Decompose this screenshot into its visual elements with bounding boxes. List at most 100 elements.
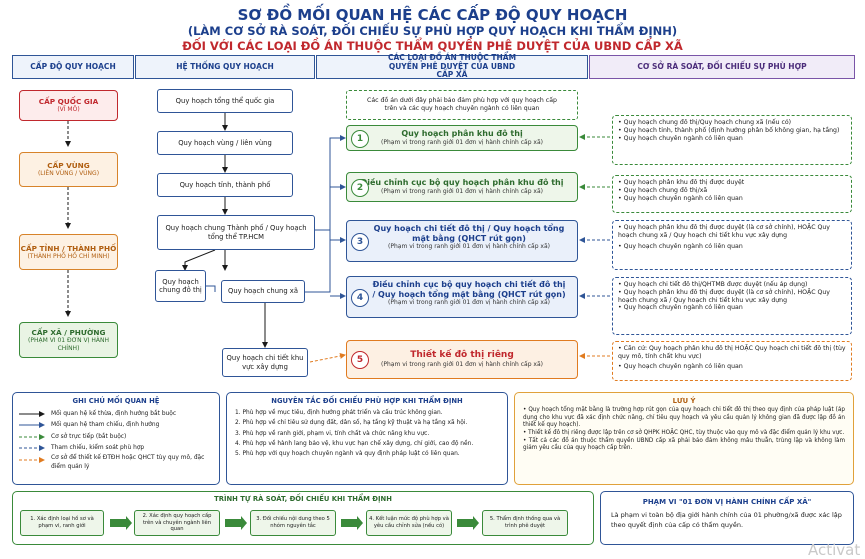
project-5: 5 Thiết kế đô thị riêng (Phạm vi trong r… xyxy=(346,340,578,379)
note-item: • Quy hoạch tổng mặt bằng là trường hợp … xyxy=(523,407,845,429)
project-2: 2 Điều chỉnh cục bộ quy hoạch phân khu đ… xyxy=(346,172,578,202)
level-national-sub: (VĨ MÔ) xyxy=(57,106,80,114)
system-urban-general: Quy hoạch chung đô thị xyxy=(155,270,206,302)
basis-2-item: • Quy hoạch chuyên ngành có liên quan xyxy=(618,194,743,202)
diagram-subtitle-red: ĐỐI VỚI CÁC LOẠI ĐỒ ÁN THUỘC THẨM QUYỀN … xyxy=(182,39,683,53)
project-3-scope: (Phạm vi trong ranh giới 01 đơn vị hành … xyxy=(388,243,550,251)
basis-1-item: • Quy hoạch chuyên ngành có liên quan xyxy=(618,134,743,142)
project-1-scope: (Phạm vi trong ranh giới 01 đơn vị hành … xyxy=(381,138,543,146)
project-4: 4 Điều chỉnh cục bộ quy hoạch chi tiết đ… xyxy=(346,276,578,318)
projects-note: Các đồ án dưới đây phải bảo đảm phù hợp … xyxy=(346,90,578,120)
principle-item: 2. Phù hợp về chỉ tiêu sử dụng đất, dân … xyxy=(235,420,468,427)
note-item: • Tất cả các đồ án thuộc thẩm quyền UBND… xyxy=(523,437,845,452)
header-system: HỆ THỐNG QUY HOẠCH xyxy=(135,55,315,79)
project-4-title: Điều chỉnh cục bộ quy hoạch chi tiết đô … xyxy=(372,280,566,299)
basis-4-item: • Quy hoạch chi tiết đô thị/QHTMB được d… xyxy=(618,281,808,288)
project-3: 3 Quy hoạch chi tiết đô thị / Quy hoạch … xyxy=(346,220,578,262)
process-title: TRÌNH TỰ RÀ SOÁT, ĐỐI CHIẾU KHI THẨM ĐỊN… xyxy=(214,495,392,503)
diagram-title: SƠ ĐỒ MỐI QUAN HỆ CÁC CẤP ĐỘ QUY HOẠCH xyxy=(237,6,628,24)
legend-item: Cơ sở trực tiếp (bắt buộc) xyxy=(19,431,213,443)
project-5-title: Thiết kế đô thị riêng xyxy=(410,350,514,360)
principle-item: 5. Phù hợp với quy hoạch chuyên ngành và… xyxy=(235,451,460,458)
legend-item: Mối quan hệ kế thừa, định hướng bắt buộc xyxy=(19,408,213,420)
basis-5-item: • Căn cứ: Quy hoạch phân khu đô thị HOẶC… xyxy=(618,345,846,360)
principle-item: 3. Phù hợp về ranh giới, phạm vi, tính c… xyxy=(235,430,430,437)
basis-2: • Quy hoạch phân khu đô thị được duyệt •… xyxy=(612,175,852,213)
basis-2-item: • Quy hoạch chung đô thị/xã xyxy=(618,186,708,194)
project-2-scope: (Phạm vi trong ranh giới 01 đơn vị hành … xyxy=(381,187,543,195)
notes-title: LƯU Ý xyxy=(672,397,696,405)
level-commune-name: CẤP XÃ / PHƯỜNG xyxy=(31,327,106,337)
project-2-number: 2 xyxy=(351,179,369,197)
basis-1-item: • Quy hoạch tỉnh, thành phố (định hướng … xyxy=(618,126,840,134)
level-provincial: CẤP TỈNH / THÀNH PHỐ (THÀNH PHỐ HỒ CHÍ M… xyxy=(19,234,118,270)
legend-solid-black-arrow-icon xyxy=(19,410,45,417)
level-provincial-sub: (THÀNH PHỐ HỒ CHÍ MINH) xyxy=(27,252,110,260)
basis-4-item: • Quy hoạch chuyên ngành có liên quan xyxy=(618,304,743,312)
legend-dashed-orange-arrow-icon xyxy=(19,457,45,463)
project-5-number: 5 xyxy=(351,351,369,369)
principle-item: 4. Phù hợp về hành lang bảo vệ, khu vực … xyxy=(235,440,474,447)
notes-panel: LƯU Ý • Quy hoạch tổng mặt bằng là trườn… xyxy=(514,392,854,485)
legend-solid-blue-arrow-icon xyxy=(19,422,45,429)
level-regional-sub: (LIÊN VÙNG / VÙNG) xyxy=(37,170,100,178)
legend-dashed-blue-arrow-icon xyxy=(19,445,45,452)
level-national-name: CẤP QUỐC GIA xyxy=(38,97,99,107)
project-1-title: Quy hoạch phân khu đô thị xyxy=(401,129,523,138)
level-commune: CẤP XÃ / PHƯỜNG (PHẠM VI 01 ĐƠN VỊ HÀNH … xyxy=(19,322,118,358)
legend-dashed-green-arrow-icon xyxy=(19,433,45,440)
diagram-subtitle: (LÀM CƠ SỞ RÀ SOÁT, ĐỐI CHIẾU SỰ PHÙ HỢP… xyxy=(187,24,678,38)
system-construction-detail: Quy hoạch chi tiết khu vực xây dựng xyxy=(222,348,308,377)
basis-3-item: • Quy hoạch phân khu đô thị được duyệt (… xyxy=(618,224,830,239)
legend-item: Tham chiếu, kiểm soát phù hợp xyxy=(19,443,213,455)
level-provincial-name: CẤP TỈNH / THÀNH PHỐ xyxy=(20,243,117,253)
project-2-title: Điều chỉnh cục bộ quy hoạch phân khu đô … xyxy=(360,178,564,187)
note-item: • Thiết kế đô thị riêng được lập trên cơ… xyxy=(523,430,845,437)
project-4-scope: (Phạm vi trong ranh giới 01 đơn vị hành … xyxy=(388,299,550,307)
level-commune-sub: (PHẠM VI 01 ĐƠN VỊ HÀNH CHÍNH) xyxy=(28,337,109,352)
header-levels: CẤP ĐỘ QUY HOẠCH xyxy=(12,55,134,79)
project-4-number: 4 xyxy=(351,289,369,307)
principle-item: 1. Phù hợp về mục tiêu, định hướng phát … xyxy=(235,410,443,416)
basis-1: • Quy hoạch chung đô thị/Quy hoạch chung… xyxy=(612,115,852,165)
project-3-number: 3 xyxy=(351,233,369,251)
process-step-4: 4. Kết luận mức độ phù hợp và yêu cầu ch… xyxy=(366,510,452,536)
legend-title: GHI CHÚ MỐI QUAN HỆ xyxy=(72,397,160,405)
basis-1-item: • Quy hoạch chung đô thị/Quy hoạch chung… xyxy=(618,119,792,126)
scope-text: Là phạm vi toàn bộ địa giới hành chính c… xyxy=(611,511,842,529)
process-step-3: 3. Đối chiếu nội dung theo 5 nhóm nguyên… xyxy=(250,510,336,536)
legend-panel: GHI CHÚ MỐI QUAN HỆ Mối quan hệ kế thừa,… xyxy=(12,392,220,485)
basis-5: • Căn cứ: Quy hoạch phân khu đô thị HOẶC… xyxy=(612,341,852,381)
legend-item: Cơ sở để thiết kế ĐTĐH hoặc QHCT tùy quy… xyxy=(19,454,213,472)
principles-panel: NGUYÊN TẮC ĐỐI CHIẾU PHÙ HỢP KHI THẨM ĐỊ… xyxy=(226,392,508,485)
principles-title: NGUYÊN TẮC ĐỐI CHIẾU PHÙ HỢP KHI THẨM ĐỊ… xyxy=(271,397,463,405)
basis-5-item: • Quy hoạch chuyên ngành có liên quan xyxy=(618,362,743,370)
project-1-number: 1 xyxy=(351,130,369,148)
project-3-title: Quy hoạch chi tiết đô thị / Quy hoạch tổ… xyxy=(373,224,565,243)
watermark: Activat xyxy=(808,541,861,559)
level-regional: CẤP VÙNG (LIÊN VÙNG / VÙNG) xyxy=(19,152,118,187)
legend-item: Mối quan hệ tham chiếu, định hướng xyxy=(19,420,213,432)
project-5-scope: (Phạm vi trong ranh giới 01 đơn vị hành … xyxy=(381,360,543,368)
system-national: Quy hoạch tổng thể quốc gia xyxy=(157,89,293,113)
system-city-general: Quy hoạch chung Thành phố / Quy hoạch tổ… xyxy=(157,215,315,250)
header-bases: CƠ SỞ RÀ SOÁT, ĐỐI CHIẾU SỰ PHÙ HỢP xyxy=(589,55,855,79)
system-regional: Quy hoạch vùng / liên vùng xyxy=(157,131,293,155)
basis-4: • Quy hoạch chi tiết đô thị/QHTMB được d… xyxy=(612,277,852,335)
process-step-2: 2. Xác định quy hoạch cấp trên và chuyên… xyxy=(134,510,220,536)
system-provincial: Quy hoạch tỉnh, thành phố xyxy=(157,173,293,197)
scope-title: PHẠM VI "01 ĐƠN VỊ HÀNH CHÍNH CẤP XÃ" xyxy=(642,498,812,506)
scope-panel: PHẠM VI "01 ĐƠN VỊ HÀNH CHÍNH CẤP XÃ" Là… xyxy=(600,491,854,545)
basis-3-item: • Quy hoạch chuyên ngành có liên quan xyxy=(618,242,743,250)
basis-4-item: • Quy hoạch phân khu đô thị được duyệt (… xyxy=(618,288,830,304)
header-projects: CÁC LOẠI ĐỒ ÁN THUỘC THẨM QUYỀN PHÊ DUYỆ… xyxy=(316,53,588,79)
project-1: 1 Quy hoạch phân khu đô thị (Phạm vi tro… xyxy=(346,125,578,151)
basis-3: • Quy hoạch phân khu đô thị được duyệt (… xyxy=(612,220,852,270)
basis-2-item: • Quy hoạch phân khu đô thị được duyệt xyxy=(618,179,745,186)
system-commune-general: Quy hoạch chung xã xyxy=(221,280,305,303)
level-regional-name: CẤP VÙNG xyxy=(47,161,90,171)
level-national: CẤP QUỐC GIA (VĨ MÔ) xyxy=(19,90,118,121)
process-step-5: 5. Thẩm định thống qua và trình phê duyệ… xyxy=(482,510,568,536)
